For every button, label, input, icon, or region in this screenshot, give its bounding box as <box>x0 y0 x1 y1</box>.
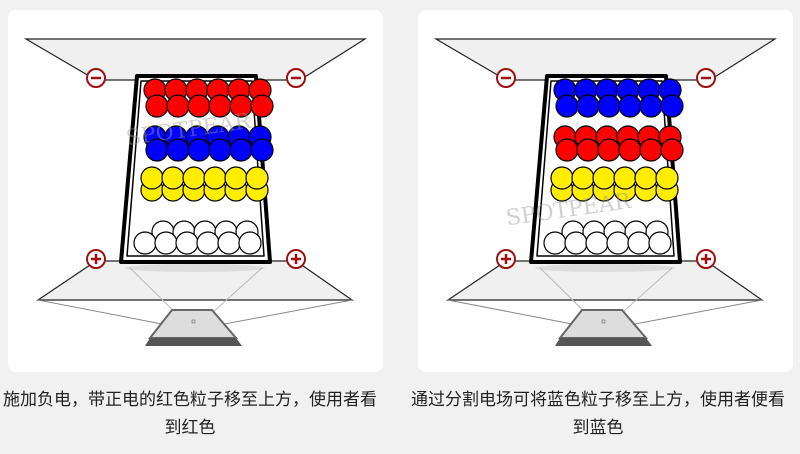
panel-2: SPOTPEAR <box>416 8 795 374</box>
electrode-plus-icon <box>696 249 716 269</box>
particle-layer-3 <box>550 166 679 202</box>
particle-layer-4 <box>133 220 262 255</box>
electrode-plus-icon <box>286 249 306 269</box>
particle <box>250 94 274 118</box>
particle <box>576 138 600 162</box>
particle <box>550 166 574 190</box>
particle-layer-2 <box>553 125 684 162</box>
particle <box>250 138 274 162</box>
particle <box>618 138 642 162</box>
particle <box>592 166 616 190</box>
particle <box>182 166 206 190</box>
particle <box>639 94 663 118</box>
particle <box>161 166 185 190</box>
particle <box>140 166 164 190</box>
particle <box>627 231 651 255</box>
particle <box>224 166 248 190</box>
particle <box>571 166 595 190</box>
particle <box>175 231 199 255</box>
particle <box>154 231 178 255</box>
electrode-minus-icon <box>86 68 106 88</box>
particle <box>196 231 220 255</box>
particle-layer-1 <box>143 78 274 118</box>
particle-layer-4 <box>543 220 672 255</box>
panel-1: SPOTPEAR <box>6 8 385 374</box>
particle <box>564 231 588 255</box>
electrode-minus-icon <box>286 68 306 88</box>
particle <box>618 94 642 118</box>
particle <box>660 94 684 118</box>
caption-left: 施加负电，带正电的红色粒子移至上方，使用者看到红色 <box>3 390 377 438</box>
particle <box>576 94 600 118</box>
particle <box>555 138 579 162</box>
electrode-plus-icon <box>86 249 106 269</box>
electrode-minus-icon <box>696 68 716 88</box>
particle <box>597 94 621 118</box>
particle <box>634 166 658 190</box>
caption-right: 通过分割电场可将蓝色粒子移至上方，使用者便看到蓝色 <box>411 390 785 438</box>
particle <box>655 166 679 190</box>
particle <box>203 166 227 190</box>
particle-layer-1 <box>553 78 684 118</box>
electrode-plus-icon <box>496 249 516 269</box>
particle <box>145 94 169 118</box>
particle <box>217 231 241 255</box>
particle <box>208 138 232 162</box>
particle <box>238 231 262 255</box>
particle <box>245 166 269 190</box>
particle <box>133 231 157 255</box>
particle <box>585 231 609 255</box>
particle <box>543 231 567 255</box>
particle <box>606 231 630 255</box>
particle <box>648 231 672 255</box>
particle <box>187 94 211 118</box>
particle <box>229 138 253 162</box>
particle <box>660 138 684 162</box>
particle-layer-2 <box>143 125 274 162</box>
particle <box>597 138 621 162</box>
particle <box>639 138 663 162</box>
particle <box>166 94 190 118</box>
particle-layer-3 <box>140 166 269 202</box>
particle <box>613 166 637 190</box>
electrode-minus-icon <box>496 68 516 88</box>
particle <box>555 94 579 118</box>
